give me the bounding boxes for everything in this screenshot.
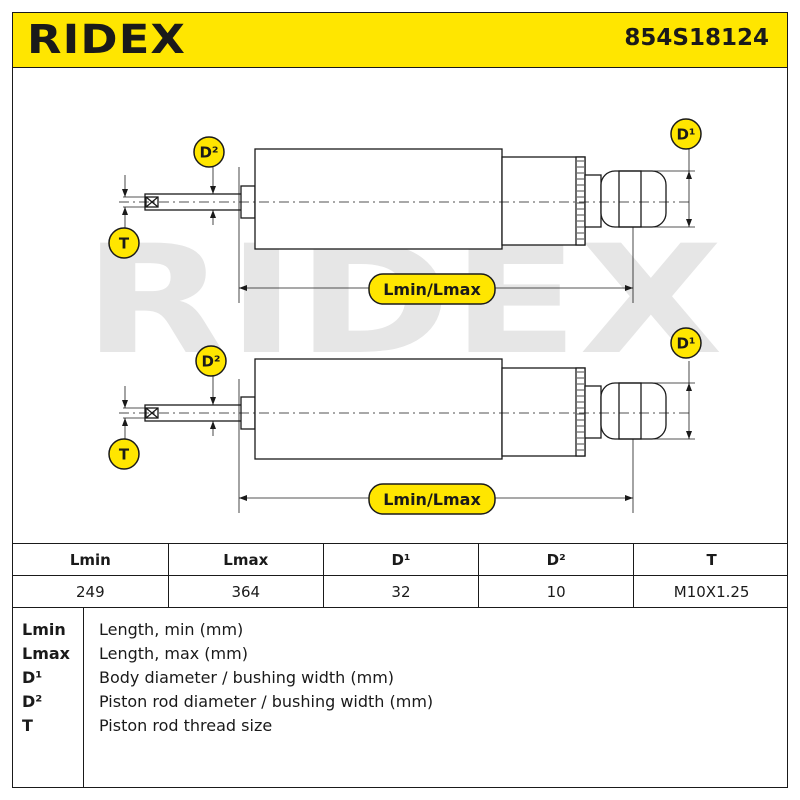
shock-absorber-diagram: RIDEX <box>83 118 723 515</box>
knurl-lines-top <box>577 160 584 240</box>
badge-d1-top: D¹ <box>670 118 702 150</box>
legend-key: D² <box>22 692 43 711</box>
badge-t-top: T <box>108 227 140 259</box>
legend-desc: Piston rod thread size <box>99 716 273 735</box>
shock-absorber-bottom <box>144 358 667 460</box>
spec-table: Lmin Lmax D¹ D² T 249 364 32 10 M10X1.25 <box>13 543 787 608</box>
legend-divider <box>83 608 84 787</box>
legend-desc: Body diameter / bushing width (mm) <box>99 668 395 687</box>
product-sheet: RIDEX 854S18124 RIDEX <box>12 12 788 788</box>
dimension-arrows-bottom <box>122 383 692 501</box>
legend-desc: Length, max (mm) <box>99 644 248 663</box>
spec-header-d2: D² <box>478 543 635 576</box>
spec-value-d1: 32 <box>322 575 480 608</box>
badge-length-bottom: Lmin/Lmax <box>368 483 496 515</box>
header-bar: RIDEX 854S18124 <box>13 13 787 68</box>
badge-t-bottom-label: T <box>119 446 130 464</box>
spec-value-lmax: 364 <box>167 575 324 608</box>
spec-value-lmin: 249 <box>13 575 169 608</box>
shock-absorber-top <box>144 148 667 250</box>
badge-t-top-label: T <box>119 235 130 253</box>
legend-row-lmax: Lmax Length, max (mm) <box>13 644 773 668</box>
badge-d2-top: D² <box>193 136 225 168</box>
badge-d1-bottom: D¹ <box>670 327 702 359</box>
badge-d2-bottom: D² <box>195 345 227 377</box>
spec-value-d2: 10 <box>478 575 635 608</box>
badge-d2-top-label: D² <box>199 144 218 162</box>
badge-length-bottom-label: Lmin/Lmax <box>383 490 481 509</box>
legend-key: Lmax <box>22 644 70 663</box>
knurl-lines-bottom <box>577 371 584 451</box>
legend-key: Lmin <box>22 620 66 639</box>
badge-d1-top-label: D¹ <box>676 126 695 144</box>
badge-d2-bottom-label: D² <box>201 353 220 371</box>
legend-desc: Piston rod diameter / bushing width (mm) <box>99 692 434 711</box>
legend-row-d1: D¹ Body diameter / bushing width (mm) <box>13 668 773 692</box>
legend-row-t: T Piston rod thread size <box>13 716 773 740</box>
spec-header-row: Lmin Lmax D¹ D² T <box>13 543 787 576</box>
legend-desc: Length, min (mm) <box>99 620 244 639</box>
legend-key: D¹ <box>22 668 43 687</box>
spec-header-t: T <box>633 543 787 576</box>
spec-header-lmin: Lmin <box>13 543 169 576</box>
part-number: 854S18124 <box>624 25 769 51</box>
spec-header-lmax: Lmax <box>167 543 324 576</box>
legend: Lmin Length, min (mm) Lmax Length, max (… <box>13 607 787 787</box>
badge-t-bottom: T <box>108 438 140 470</box>
spec-header-d1: D¹ <box>322 543 480 576</box>
dimension-arrows-top <box>122 171 692 291</box>
spec-value-row: 249 364 32 10 M10X1.25 <box>13 575 787 608</box>
badge-d1-bottom-label: D¹ <box>676 335 695 353</box>
badge-length-top: Lmin/Lmax <box>368 273 496 305</box>
badge-length-top-label: Lmin/Lmax <box>383 280 481 299</box>
legend-row-lmin: Lmin Length, min (mm) <box>13 620 773 644</box>
legend-row-d2: D² Piston rod diameter / bushing width (… <box>13 692 773 716</box>
legend-key: T <box>22 716 33 735</box>
brand-logo: RIDEX <box>27 17 187 63</box>
spec-value-t: M10X1.25 <box>633 575 787 608</box>
